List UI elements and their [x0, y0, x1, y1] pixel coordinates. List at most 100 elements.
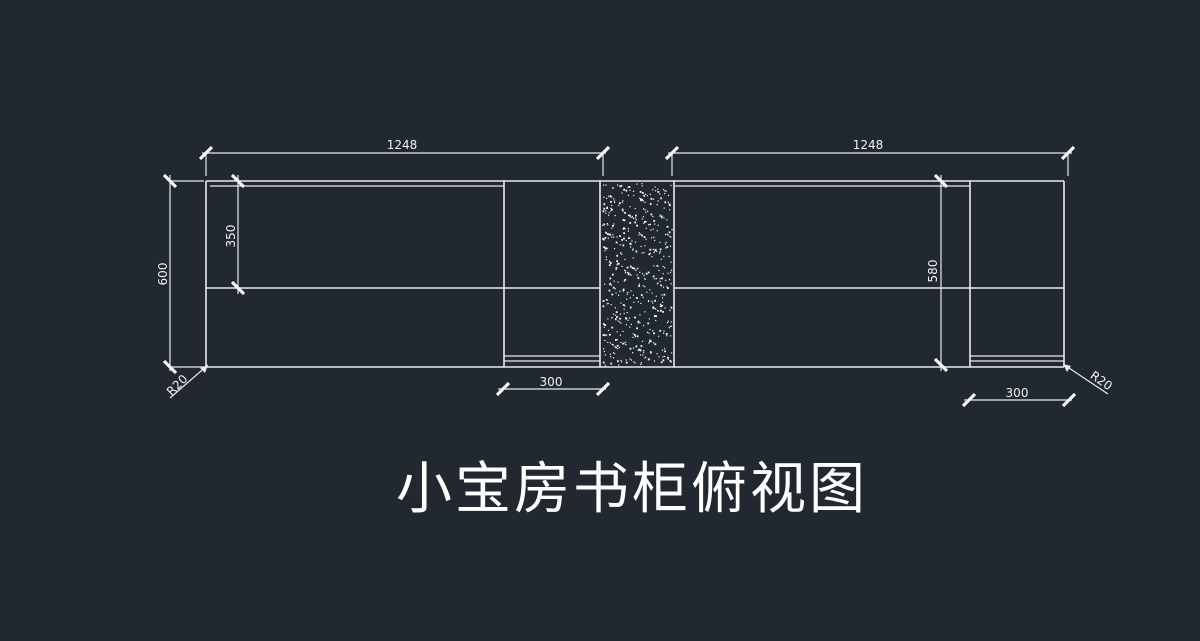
speckle-dot: [605, 247, 607, 250]
speckle-dot: [633, 194, 635, 197]
speckle-dot: [648, 300, 650, 303]
speckle-dot: [660, 258, 662, 260]
speckle-dot: [607, 233, 609, 235]
speckle-dot: [614, 215, 616, 217]
speckle-dot: [626, 271, 628, 273]
speckle-dot: [661, 215, 663, 218]
speckle-dot: [625, 317, 627, 319]
speckle-dot: [636, 327, 638, 330]
speckle-dot: [659, 305, 661, 308]
speckle-dot: [653, 220, 656, 222]
speckle-dot: [662, 356, 664, 358]
speckle-dot: [653, 251, 655, 254]
speckle-dot: [664, 233, 667, 236]
speckle-dot: [635, 269, 637, 271]
speckle-dot: [625, 239, 627, 242]
speckle-dot: [636, 183, 638, 185]
speckle-dot: [657, 309, 659, 312]
speckle-dot: [620, 341, 622, 343]
speckle-dot: [636, 274, 638, 276]
speckle-dot: [639, 191, 642, 193]
speckle-dot: [606, 197, 608, 199]
speckle-dot: [610, 210, 612, 212]
dimension-left-width: 1248: [198, 138, 611, 176]
speckle-dot: [609, 195, 612, 198]
speckle-dot: [603, 334, 606, 337]
speckle-dot: [629, 222, 632, 224]
speckle-dot: [670, 261, 672, 263]
speckle-dot: [662, 311, 664, 313]
speckle-dot: [667, 320, 669, 322]
speckle-dot: [667, 287, 669, 289]
bookcase-outline: [205, 180, 1065, 368]
speckle-dot: [670, 361, 672, 363]
speckle-dot: [641, 192, 644, 194]
speckle-dot: [609, 233, 611, 236]
speckle-dot: [624, 305, 626, 307]
speckle-dot: [619, 313, 621, 315]
speckle-dot: [658, 335, 660, 337]
speckle-dot: [668, 327, 670, 329]
speckle-dot: [627, 274, 629, 276]
speckle-dot: [664, 243, 667, 245]
speckle-dot: [620, 361, 623, 363]
speckle-dot: [654, 278, 656, 280]
speckle-dot: [641, 198, 643, 201]
speckle-dot: [666, 335, 668, 337]
speckle-dot: [670, 335, 672, 337]
speckle-dot: [605, 259, 607, 261]
speckle-dot: [616, 236, 618, 238]
speckle-dot: [644, 286, 646, 288]
speckle-dot: [662, 189, 665, 191]
speckle-dot: [627, 230, 629, 232]
speckle-dot: [608, 289, 611, 292]
speckle-dot: [644, 311, 646, 313]
speckle-dot: [667, 358, 669, 360]
speckle-dot: [602, 224, 604, 226]
speckle-dot: [615, 268, 617, 271]
speckle-dot: [618, 204, 620, 207]
speckle-dot: [611, 204, 613, 207]
speckle-dot: [669, 245, 672, 247]
dimension-left-depth: 600: [156, 173, 204, 375]
speckle-dot: [619, 334, 621, 336]
speckle-dot: [621, 239, 623, 241]
speckle-dot: [609, 277, 612, 280]
speckle-dot: [613, 280, 615, 282]
speckle-dot: [624, 269, 626, 271]
speckle-dot: [654, 239, 656, 242]
speckle-dot: [660, 305, 663, 308]
speckle-dot: [653, 236, 655, 238]
speckle-dot: [666, 246, 669, 248]
speckle-dot: [620, 322, 622, 324]
speckle-dot: [627, 186, 629, 188]
speckle-dot: [614, 353, 616, 355]
speckle-dot: [643, 194, 645, 197]
speckle-dot: [645, 220, 647, 223]
speckle-dot: [612, 344, 614, 346]
speckle-dot: [639, 322, 641, 324]
speckle-dot: [620, 302, 622, 304]
speckle-dot: [623, 219, 626, 222]
speckle-dot: [635, 345, 638, 348]
speckle-dot: [629, 265, 632, 268]
speckle-dot: [610, 200, 612, 203]
speckle-dot: [661, 297, 664, 299]
speckle-dot: [616, 331, 618, 333]
speckle-dot: [615, 292, 617, 294]
speckle-dot: [608, 212, 610, 214]
speckle-dot: [602, 305, 605, 308]
speckle-dot: [665, 333, 668, 335]
speckle-dot: [647, 300, 650, 302]
speckle-dot: [652, 228, 654, 230]
speckle-dot: [619, 235, 621, 237]
speckle-dot: [623, 308, 625, 310]
speckle-dot: [663, 332, 665, 334]
speckle-dot: [621, 265, 623, 267]
speckle-dot: [602, 334, 604, 336]
speckle-dot: [663, 293, 666, 296]
speckle-dot: [619, 185, 621, 187]
speckle-dot: [637, 301, 639, 303]
speckle-dot: [670, 321, 672, 323]
speckle-dot: [610, 304, 612, 306]
